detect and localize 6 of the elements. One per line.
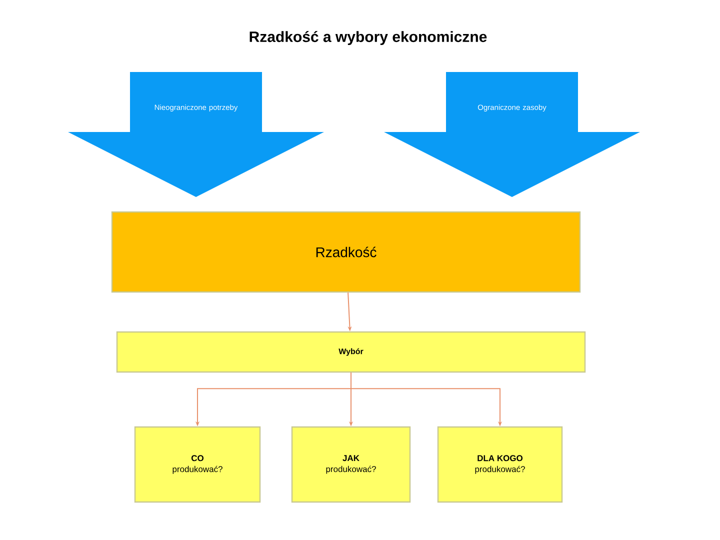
process-box: DLA KOGO produkować? bbox=[437, 426, 563, 503]
process-box: Rzadkość bbox=[111, 211, 581, 293]
title: Rzadkość a wybory ekonomiczne bbox=[250, 30, 487, 46]
process-box: Wybór bbox=[116, 331, 586, 373]
process-box: JAK produkować? bbox=[291, 426, 411, 503]
process-box: CO produkować? bbox=[134, 426, 261, 503]
